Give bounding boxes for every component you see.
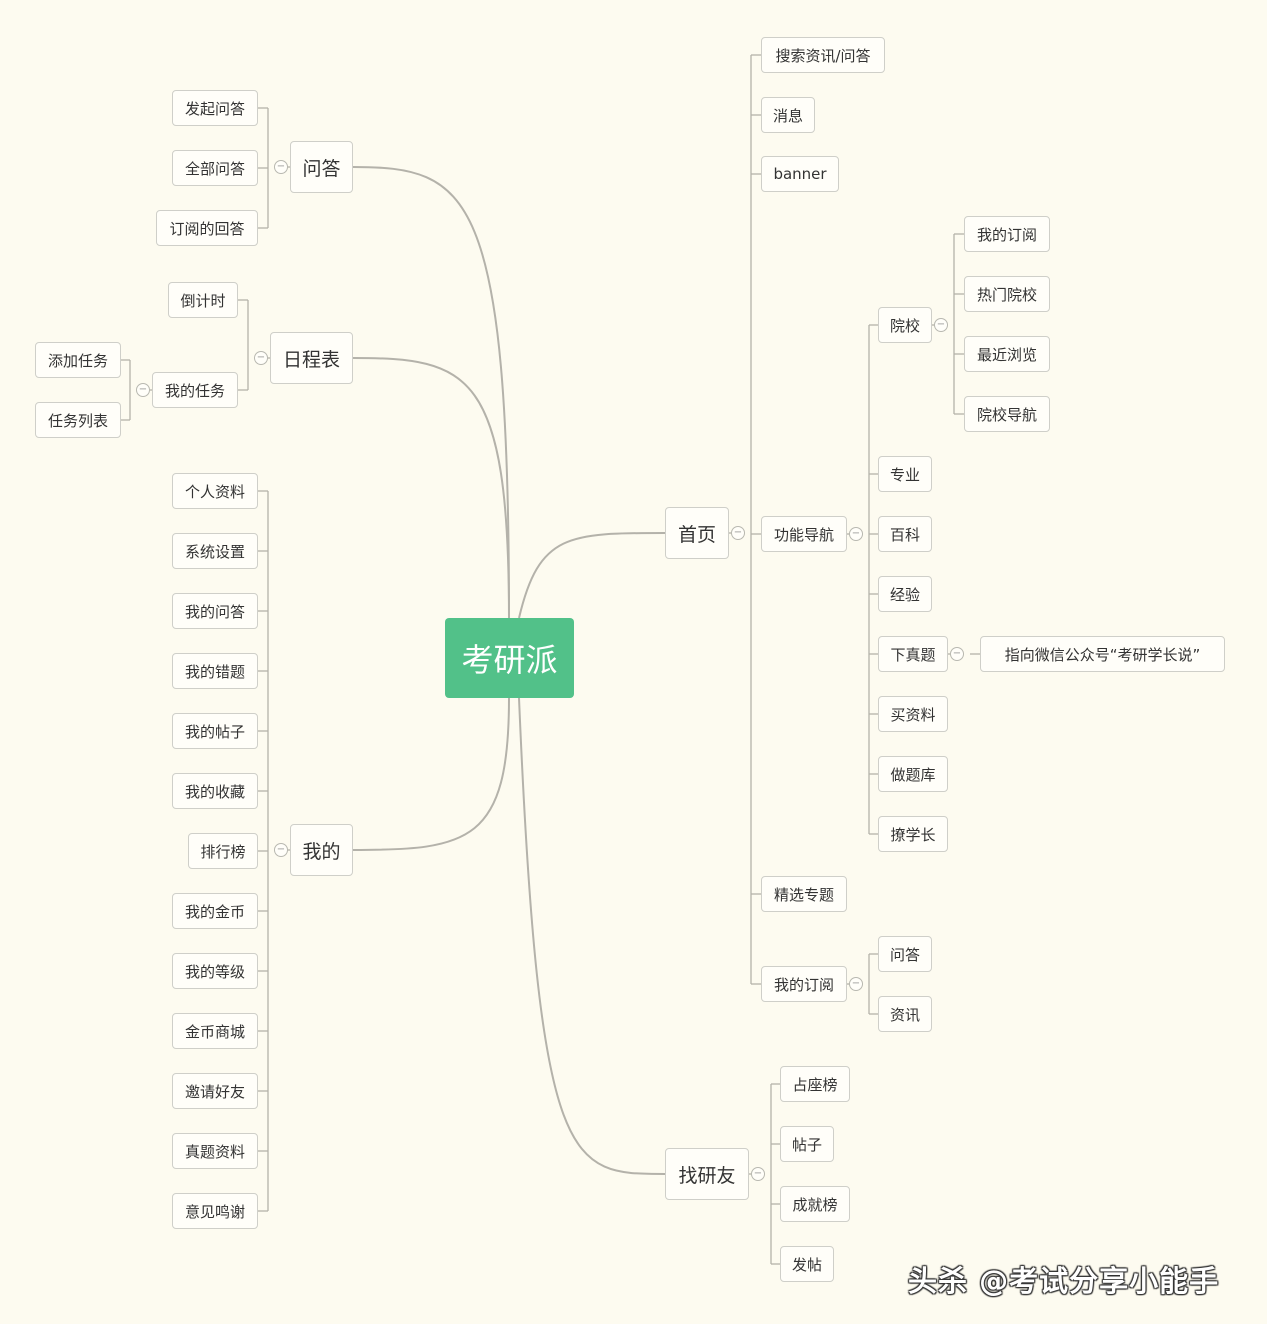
- collapse-toggle-icon[interactable]: −: [849, 527, 863, 541]
- mind-map-node[interactable]: 我的问答: [172, 593, 258, 629]
- mind-map-node[interactable]: 做题库: [878, 756, 948, 792]
- mind-map-node[interactable]: 我的帖子: [172, 713, 258, 749]
- mind-map-node[interactable]: 精选专题: [761, 876, 847, 912]
- connector: [352, 166, 510, 619]
- mind-map-node[interactable]: 资讯: [878, 996, 932, 1032]
- mind-map-node[interactable]: 问答: [878, 936, 932, 972]
- collapse-toggle-icon[interactable]: −: [934, 318, 948, 332]
- mind-map-node[interactable]: 撩学长: [878, 816, 948, 852]
- connector: [352, 697, 510, 851]
- mind-map-node[interactable]: 排行榜: [188, 833, 258, 869]
- mind-map-node[interactable]: 专业: [878, 456, 932, 492]
- mind-map-node[interactable]: 百科: [878, 516, 932, 552]
- branch-node-find[interactable]: 找研友: [665, 1148, 749, 1200]
- mind-map-node[interactable]: 全部问答: [172, 150, 258, 186]
- mind-map-node[interactable]: 我的订阅: [964, 216, 1050, 252]
- mind-map-node[interactable]: 金币商城: [172, 1013, 258, 1049]
- connector: [352, 357, 510, 619]
- mind-map-node[interactable]: 添加任务: [35, 342, 121, 378]
- connector: [518, 532, 666, 619]
- mind-map-node[interactable]: 我的订阅: [761, 966, 847, 1002]
- collapse-toggle-icon[interactable]: −: [274, 160, 288, 174]
- collapse-toggle-icon[interactable]: −: [274, 843, 288, 857]
- mind-map-node[interactable]: 邀请好友: [172, 1073, 258, 1109]
- mind-map-node[interactable]: 真题资料: [172, 1133, 258, 1169]
- mind-map-node[interactable]: 热门院校: [964, 276, 1050, 312]
- mind-map-node[interactable]: 倒计时: [168, 282, 238, 318]
- mind-map-node[interactable]: 消息: [761, 97, 815, 133]
- mind-map-node[interactable]: 最近浏览: [964, 336, 1050, 372]
- mind-map-node[interactable]: 买资料: [878, 696, 948, 732]
- branch-node-mine[interactable]: 我的: [290, 824, 353, 876]
- mind-map-node[interactable]: 成就榜: [780, 1186, 850, 1222]
- mind-map-node[interactable]: 我的收藏: [172, 773, 258, 809]
- collapse-toggle-icon[interactable]: −: [849, 977, 863, 991]
- mind-map-node[interactable]: 搜索资讯/问答: [761, 37, 885, 73]
- mind-map-node[interactable]: 占座榜: [780, 1066, 850, 1102]
- mind-map-node[interactable]: 任务列表: [35, 402, 121, 438]
- mind-map-node[interactable]: 我的金币: [172, 893, 258, 929]
- root-node[interactable]: 考研派: [445, 618, 574, 698]
- mind-map-node[interactable]: 我的错题: [172, 653, 258, 689]
- branch-node-home[interactable]: 首页: [665, 507, 729, 559]
- mind-map-node[interactable]: 功能导航: [761, 516, 847, 552]
- mind-map-node[interactable]: 发起问答: [172, 90, 258, 126]
- collapse-toggle-icon[interactable]: −: [731, 526, 745, 540]
- mind-map-node[interactable]: 院校导航: [964, 396, 1050, 432]
- mind-map-node[interactable]: 帖子: [780, 1126, 834, 1162]
- mind-map-node[interactable]: 院校: [878, 307, 932, 343]
- collapse-toggle-icon[interactable]: −: [136, 383, 150, 397]
- connector: [518, 697, 666, 1175]
- collapse-toggle-icon[interactable]: −: [950, 647, 964, 661]
- branch-node-schedule[interactable]: 日程表: [270, 332, 353, 384]
- mind-map-node[interactable]: 下真题: [878, 636, 948, 672]
- mind-map-node[interactable]: 系统设置: [172, 533, 258, 569]
- mind-map-node[interactable]: 我的等级: [172, 953, 258, 989]
- mind-map-node[interactable]: 指向微信公众号“考研学长说”: [980, 636, 1225, 672]
- mind-map-node[interactable]: banner: [761, 156, 839, 192]
- watermark: 头杀 @考试分享小能手: [908, 1264, 1220, 1298]
- mind-map-node[interactable]: 订阅的回答: [156, 210, 258, 246]
- mind-map-node[interactable]: 发帖: [780, 1246, 834, 1282]
- mind-map-node[interactable]: 个人资料: [172, 473, 258, 509]
- mind-map-node[interactable]: 我的任务: [152, 372, 238, 408]
- branch-node-qa[interactable]: 问答: [290, 141, 353, 193]
- collapse-toggle-icon[interactable]: −: [751, 1167, 765, 1181]
- mind-map-node[interactable]: 经验: [878, 576, 932, 612]
- mind-map-node[interactable]: 意见鸣谢: [172, 1193, 258, 1229]
- collapse-toggle-icon[interactable]: −: [254, 351, 268, 365]
